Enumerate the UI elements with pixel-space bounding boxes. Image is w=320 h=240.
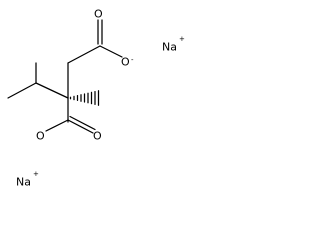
bond-top-carboxylate-single (99, 45, 123, 58)
charge-top-anion: - (131, 56, 134, 64)
atom-na-bottom: Na (16, 176, 31, 189)
atom-o-top-anion: O (121, 56, 130, 69)
atom-o-bottom-double: O (93, 130, 102, 143)
atom-na-top: Na (162, 41, 177, 54)
bond-methyl-hashed-wedge (69, 90, 100, 106)
bond-bottom-carbonyl-b (69, 115, 96, 131)
bond-bottom-carbonyl-a (67, 119, 94, 134)
atom-o-top-double: O (94, 8, 103, 21)
bond-isopropyl-methyl-down (7, 82, 37, 99)
bond-quaternary-isopropyl (35, 82, 69, 99)
structure-diagram: O O - Na + O O - Na + (7, 8, 185, 189)
bond-bottom-carboxylate-single (45, 119, 69, 132)
charge-bottom-anion: - (47, 126, 50, 134)
charge-na-top: + (179, 35, 185, 43)
bond-carboxyl-ch2 (67, 45, 101, 64)
atom-o-bottom-anion: O (36, 130, 45, 143)
charge-na-bottom: + (33, 170, 39, 178)
